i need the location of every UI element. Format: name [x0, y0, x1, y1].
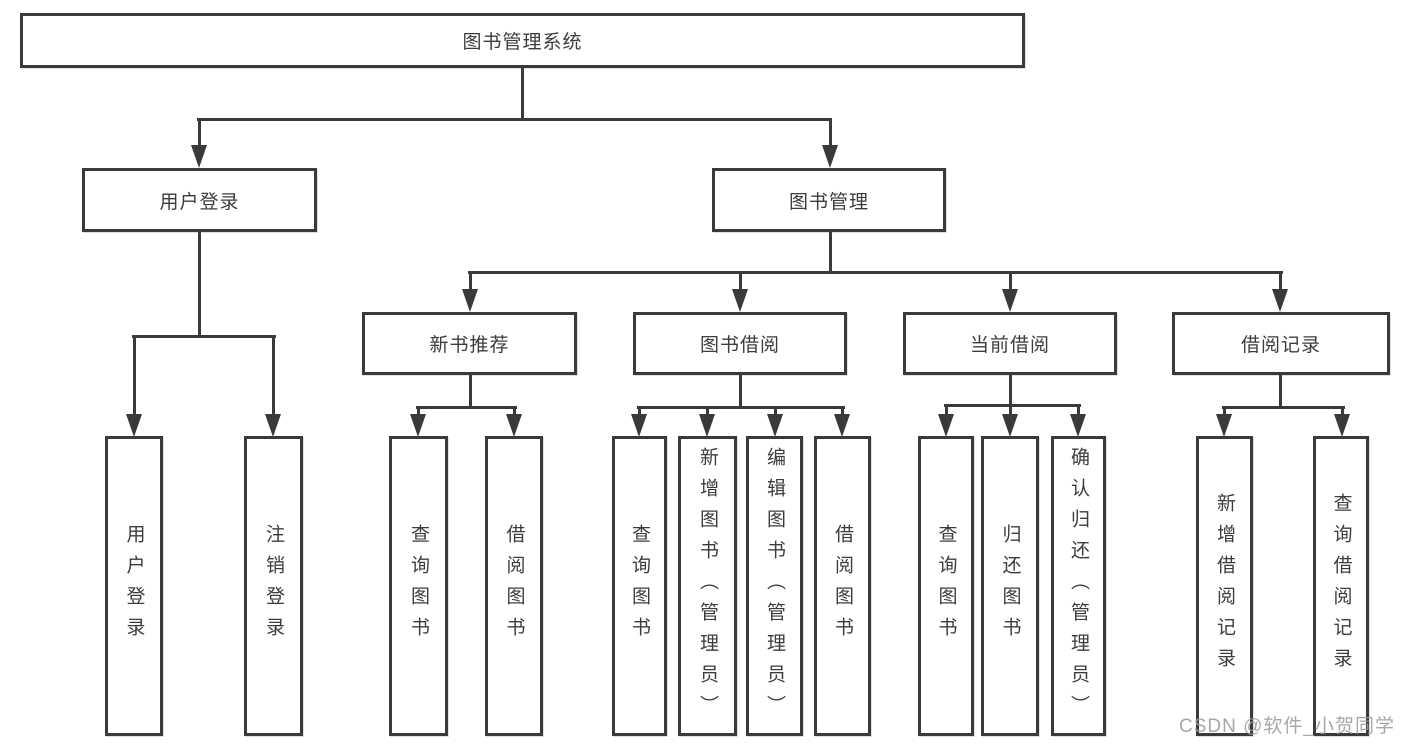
arrowhead-down-icon: [699, 414, 715, 437]
connector-line: [197, 118, 832, 121]
arrowhead-down-icon: [1002, 289, 1018, 312]
connector-line: [1278, 271, 1282, 293]
arrowhead-down-icon: [938, 414, 954, 437]
connector-line: [197, 232, 201, 338]
node-rec-query-books: 查询图书: [389, 436, 448, 736]
connector-line: [132, 335, 276, 338]
node-book-mgmt: 图书管理: [712, 168, 946, 232]
arrowhead-down-icon: [462, 289, 478, 312]
connector-line: [416, 406, 420, 418]
arrowhead-down-icon: [1070, 414, 1086, 437]
connector-line: [828, 232, 832, 274]
node-user-login: 用户登录: [82, 168, 317, 232]
arrowhead-down-icon: [1002, 414, 1018, 437]
node-br-query-record: 查询借阅记录: [1313, 436, 1369, 736]
connector-line: [1008, 404, 1012, 418]
connector-line: [468, 375, 472, 409]
watermark-text: CSDN @软件_小贺同学: [1179, 716, 1395, 737]
arrowhead-down-icon: [631, 414, 647, 437]
arrowhead-down-icon: [1272, 289, 1288, 312]
node-borrow-records: 借阅记录: [1172, 312, 1390, 375]
arrowhead-down-icon: [834, 414, 850, 437]
arrowhead-down-icon: [822, 145, 838, 168]
arrowhead-down-icon: [191, 145, 207, 168]
node-cb-confirm-return: 确认归还（管理员）: [1051, 436, 1106, 736]
connector-line: [828, 118, 832, 152]
connector-line: [705, 406, 709, 418]
connector-line: [637, 406, 641, 418]
arrowhead-down-icon: [506, 414, 522, 437]
connector-line: [468, 271, 1283, 274]
connector-line: [1008, 375, 1012, 407]
arrowhead-down-icon: [126, 414, 142, 437]
node-book-borrow: 图书借阅: [633, 312, 847, 375]
arrowhead-down-icon: [767, 414, 783, 437]
connector-line: [132, 335, 136, 418]
node-leaf-logout: 注销登录: [244, 436, 303, 736]
connector-line: [520, 68, 524, 120]
connector-line: [944, 404, 948, 418]
node-bb-edit-books: 编辑图书（管理员）: [746, 436, 803, 736]
connector-line: [271, 335, 275, 418]
node-current-borrow: 当前借阅: [903, 312, 1117, 375]
node-new-book-rec: 新书推荐: [362, 312, 577, 375]
connector-line: [1278, 375, 1282, 409]
connector-line: [512, 406, 516, 418]
arrowhead-down-icon: [265, 414, 281, 437]
connector-line: [1222, 406, 1226, 418]
arrowhead-down-icon: [732, 289, 748, 312]
node-bb-borrow-books: 借阅图书: [814, 436, 871, 736]
connector-line: [1076, 404, 1080, 418]
connector-line: [738, 375, 742, 409]
arrowhead-down-icon: [410, 414, 426, 437]
connector-line: [944, 404, 1081, 407]
connector-line: [1340, 406, 1344, 418]
node-root: 图书管理系统: [20, 13, 1025, 68]
connector-line: [738, 271, 742, 293]
node-rec-borrow-books: 借阅图书: [485, 436, 543, 736]
connector-line: [773, 406, 777, 418]
arrowhead-down-icon: [1334, 414, 1350, 437]
connector-line: [468, 271, 472, 293]
node-cb-query-books: 查询图书: [918, 436, 974, 736]
connector-line: [637, 406, 845, 409]
node-br-add-record: 新增借阅记录: [1196, 436, 1253, 736]
arrowhead-down-icon: [1216, 414, 1232, 437]
connector-line: [416, 406, 517, 409]
connector-line: [840, 406, 844, 418]
node-bb-add-books: 新增图书（管理员）: [678, 436, 737, 736]
node-leaf-user-login: 用户登录: [105, 436, 163, 736]
connector-line: [197, 118, 201, 152]
node-cb-return-books: 归还图书: [981, 436, 1039, 736]
connector-line: [1008, 271, 1012, 293]
node-bb-query-books: 查询图书: [612, 436, 667, 736]
connector-line: [1222, 406, 1345, 409]
